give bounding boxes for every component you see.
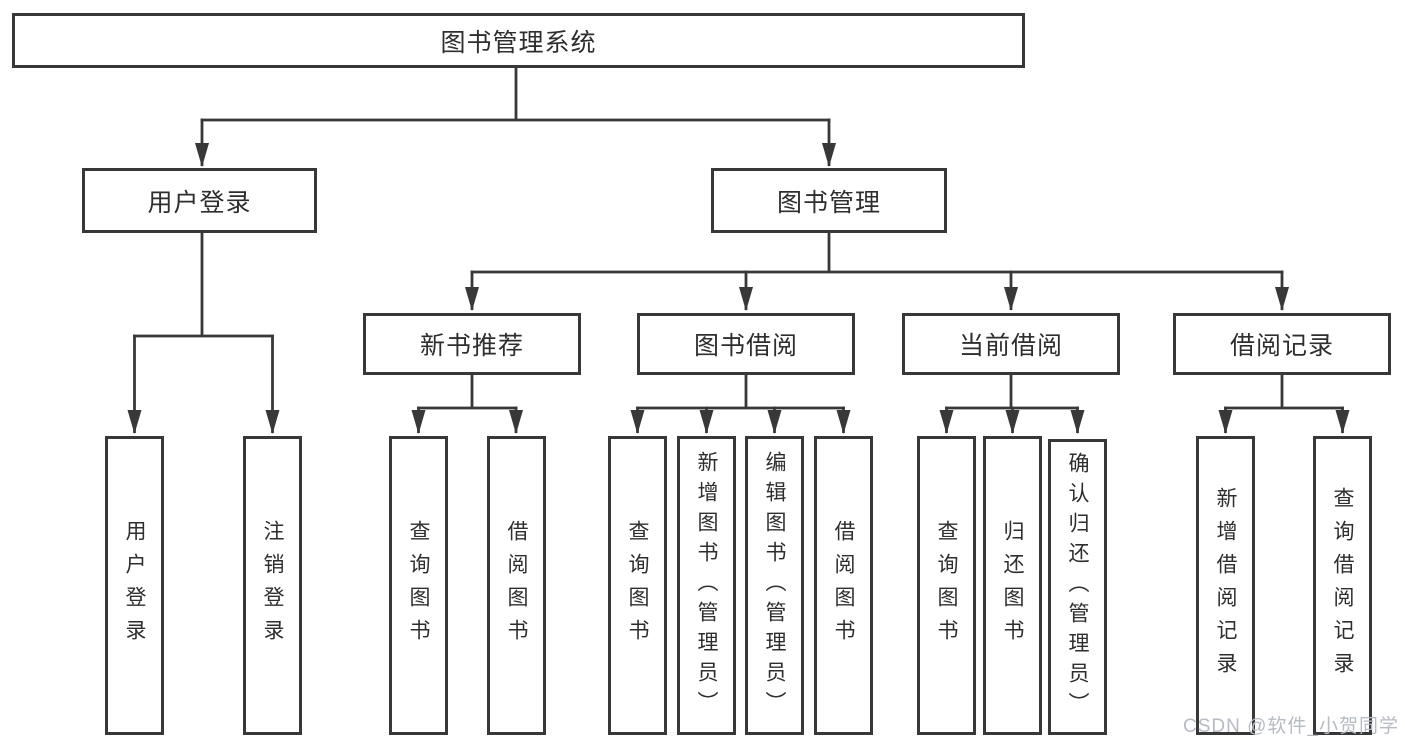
leaf-add-book-admin: 新增图书（管理员） (677, 436, 736, 735)
leaf-borrow-book: 借阅图书 (814, 436, 873, 735)
node-book-management-label: 图书管理 (776, 188, 881, 217)
leaf-user-login-label: 用户登录 (123, 519, 146, 652)
leaf-return-book-label: 归还图书 (1001, 519, 1024, 652)
leaf-query-books-borrowing-label: 查询图书 (626, 519, 649, 652)
leaf-logout: 注销登录 (243, 436, 302, 735)
node-borrowing-records-label: 借阅记录 (1229, 332, 1334, 360)
node-new-book-recommend: 新书推荐 (363, 313, 581, 375)
leaf-borrow-book-label: 借阅图书 (832, 519, 855, 652)
leaf-query-books-current: 查询图书 (917, 436, 976, 735)
node-root: 图书管理系统 (12, 13, 1025, 68)
node-current-borrowing: 当前借阅 (902, 313, 1120, 375)
node-book-borrowing: 图书借阅 (637, 313, 855, 375)
leaf-query-books-recommend-label: 查询图书 (407, 519, 430, 652)
leaf-edit-book-admin: 编辑图书（管理员） (745, 436, 804, 735)
leaf-confirm-return-admin-label: 确认归还（管理员） (1066, 452, 1089, 722)
leaf-borrow-book-recommend-label: 借阅图书 (505, 519, 528, 652)
leaf-query-books-borrowing: 查询图书 (608, 436, 667, 735)
leaf-add-borrow-record: 新增借阅记录 (1196, 436, 1255, 735)
leaf-edit-book-admin-label: 编辑图书（管理员） (763, 450, 786, 721)
node-book-borrowing-label: 图书借阅 (693, 332, 798, 360)
leaf-query-borrow-record: 查询借阅记录 (1313, 436, 1372, 735)
leaf-add-borrow-record-label: 新增借阅记录 (1214, 486, 1237, 685)
leaf-query-books-recommend: 查询图书 (389, 436, 448, 735)
csdn-watermark: CSDN @软件_小贺同学 (1183, 716, 1399, 737)
node-current-borrowing-label: 当前借阅 (958, 332, 1063, 360)
node-book-management: 图书管理 (711, 168, 947, 233)
leaf-add-book-admin-label: 新增图书（管理员） (695, 450, 718, 721)
node-user-login-module-label: 用户登录 (147, 188, 252, 217)
leaf-logout-label: 注销登录 (261, 519, 284, 652)
node-borrowing-records: 借阅记录 (1173, 313, 1391, 375)
leaf-user-login: 用户登录 (105, 436, 164, 735)
node-root-label: 图书管理系统 (440, 28, 597, 57)
leaf-confirm-return-admin: 确认归还（管理员） (1048, 439, 1107, 735)
node-new-book-recommend-label: 新书推荐 (419, 332, 524, 360)
leaf-borrow-book-recommend: 借阅图书 (487, 436, 546, 735)
leaf-query-borrow-record-label: 查询借阅记录 (1331, 486, 1354, 685)
node-user-login-module: 用户登录 (82, 168, 317, 233)
leaf-query-books-current-label: 查询图书 (935, 519, 958, 652)
leaf-return-book: 归还图书 (983, 436, 1042, 735)
